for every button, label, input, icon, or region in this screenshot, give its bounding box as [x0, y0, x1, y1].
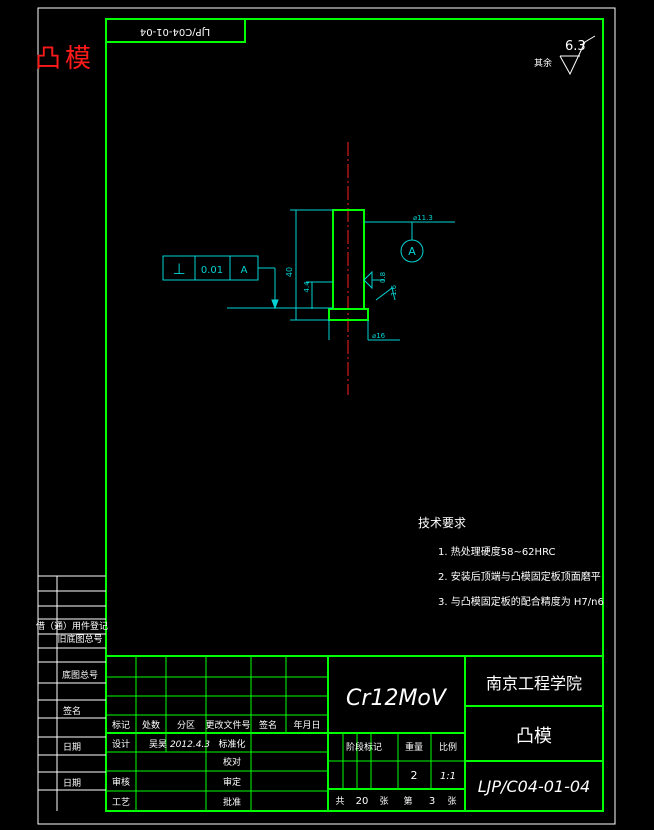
- dim-roughness-right: 0.8: [379, 272, 387, 283]
- stage-header: 阶段标记: [346, 741, 382, 753]
- tolerance-value: 0.01: [201, 265, 223, 276]
- hdr-count: 处数: [142, 719, 160, 731]
- inner-frame: [105, 18, 604, 812]
- part-name-text: 凸模: [516, 726, 552, 747]
- dim-length: 40: [285, 267, 294, 277]
- code-stamp-text: LJP/C04-01-04: [140, 26, 210, 37]
- roughness-prefix: 其余: [534, 57, 552, 69]
- outer-border: [37, 7, 616, 825]
- datum-circle: [400, 239, 424, 263]
- tech-item-1: 1. 热处理硬度58~62HRC: [438, 545, 556, 558]
- scale-header: 比例: [439, 741, 457, 753]
- roughness-symbol: [559, 35, 596, 76]
- sub-label-2: 审定: [223, 776, 241, 788]
- datum-circle-label: A: [408, 245, 416, 258]
- standardize-label: 标准化: [218, 738, 245, 750]
- material-text: Cr12MoV: [346, 686, 448, 711]
- hdr-sign: 签名: [259, 719, 277, 731]
- side-label-1: 借（通）用件登记: [36, 620, 108, 632]
- code-stamp-box: [105, 18, 246, 43]
- side-table: [38, 575, 106, 811]
- roughness-value: 6.3: [565, 39, 586, 54]
- sheets-total-label: 共: [335, 796, 344, 807]
- sheet-label: 第: [403, 795, 412, 807]
- dim-bottom-dia: ⌀16: [372, 332, 386, 340]
- drawing-no-text: LJP/C04-01-04: [478, 777, 590, 796]
- tolerance-symbol: ⊥: [172, 260, 185, 278]
- process-label: 工艺: [112, 797, 130, 808]
- side-label-2: 旧底图总号: [57, 633, 102, 645]
- side-label-6: 日期: [63, 778, 81, 789]
- side-label-3: 底图总号: [62, 669, 98, 681]
- hdr-mark: 标记: [112, 719, 130, 731]
- part-title-overlay: 凸模: [35, 44, 96, 74]
- hdr-date: 年月日: [293, 719, 320, 731]
- scale-value: 1:1: [440, 771, 456, 782]
- tech-heading: 技术要求: [418, 516, 466, 530]
- hdr-file: 更改文件号: [205, 719, 250, 731]
- weight-header: 重量: [405, 741, 423, 753]
- check-label: 审核: [112, 776, 130, 788]
- hdr-zone: 分区: [177, 720, 195, 731]
- dim-step: 4.4: [303, 281, 311, 293]
- design-date: 2012.4.3: [170, 740, 210, 750]
- dim-top-dia: ⌀11.3: [413, 214, 433, 222]
- dim-small-right: 1.6: [390, 284, 398, 296]
- punch-head: [328, 308, 369, 321]
- quantity-value: 2: [411, 769, 418, 782]
- approve-label: 批准: [223, 796, 241, 808]
- side-label-4: 签名: [63, 705, 81, 717]
- tech-item-2: 2. 安装后顶端与凸模固定板顶面磨平: [438, 570, 601, 583]
- sheets-total: 20: [356, 796, 369, 807]
- tech-item-3: 3. 与凸模固定板的配合精度为 H7/n6: [438, 595, 604, 608]
- design-label: 设计: [112, 738, 130, 750]
- tolerance-datum: A: [241, 265, 248, 276]
- sheets-unit: 张: [379, 796, 388, 807]
- tolerance-frame: [162, 255, 259, 281]
- sheet-unit2: 张: [447, 796, 456, 807]
- title-block: [106, 655, 603, 811]
- sheet-no: 3: [429, 796, 435, 807]
- sub-label-1: 校对: [223, 756, 241, 768]
- school-text: 南京工程学院: [486, 674, 582, 693]
- designer-name: 吴昊: [149, 739, 167, 750]
- side-label-5: 日期: [63, 742, 81, 753]
